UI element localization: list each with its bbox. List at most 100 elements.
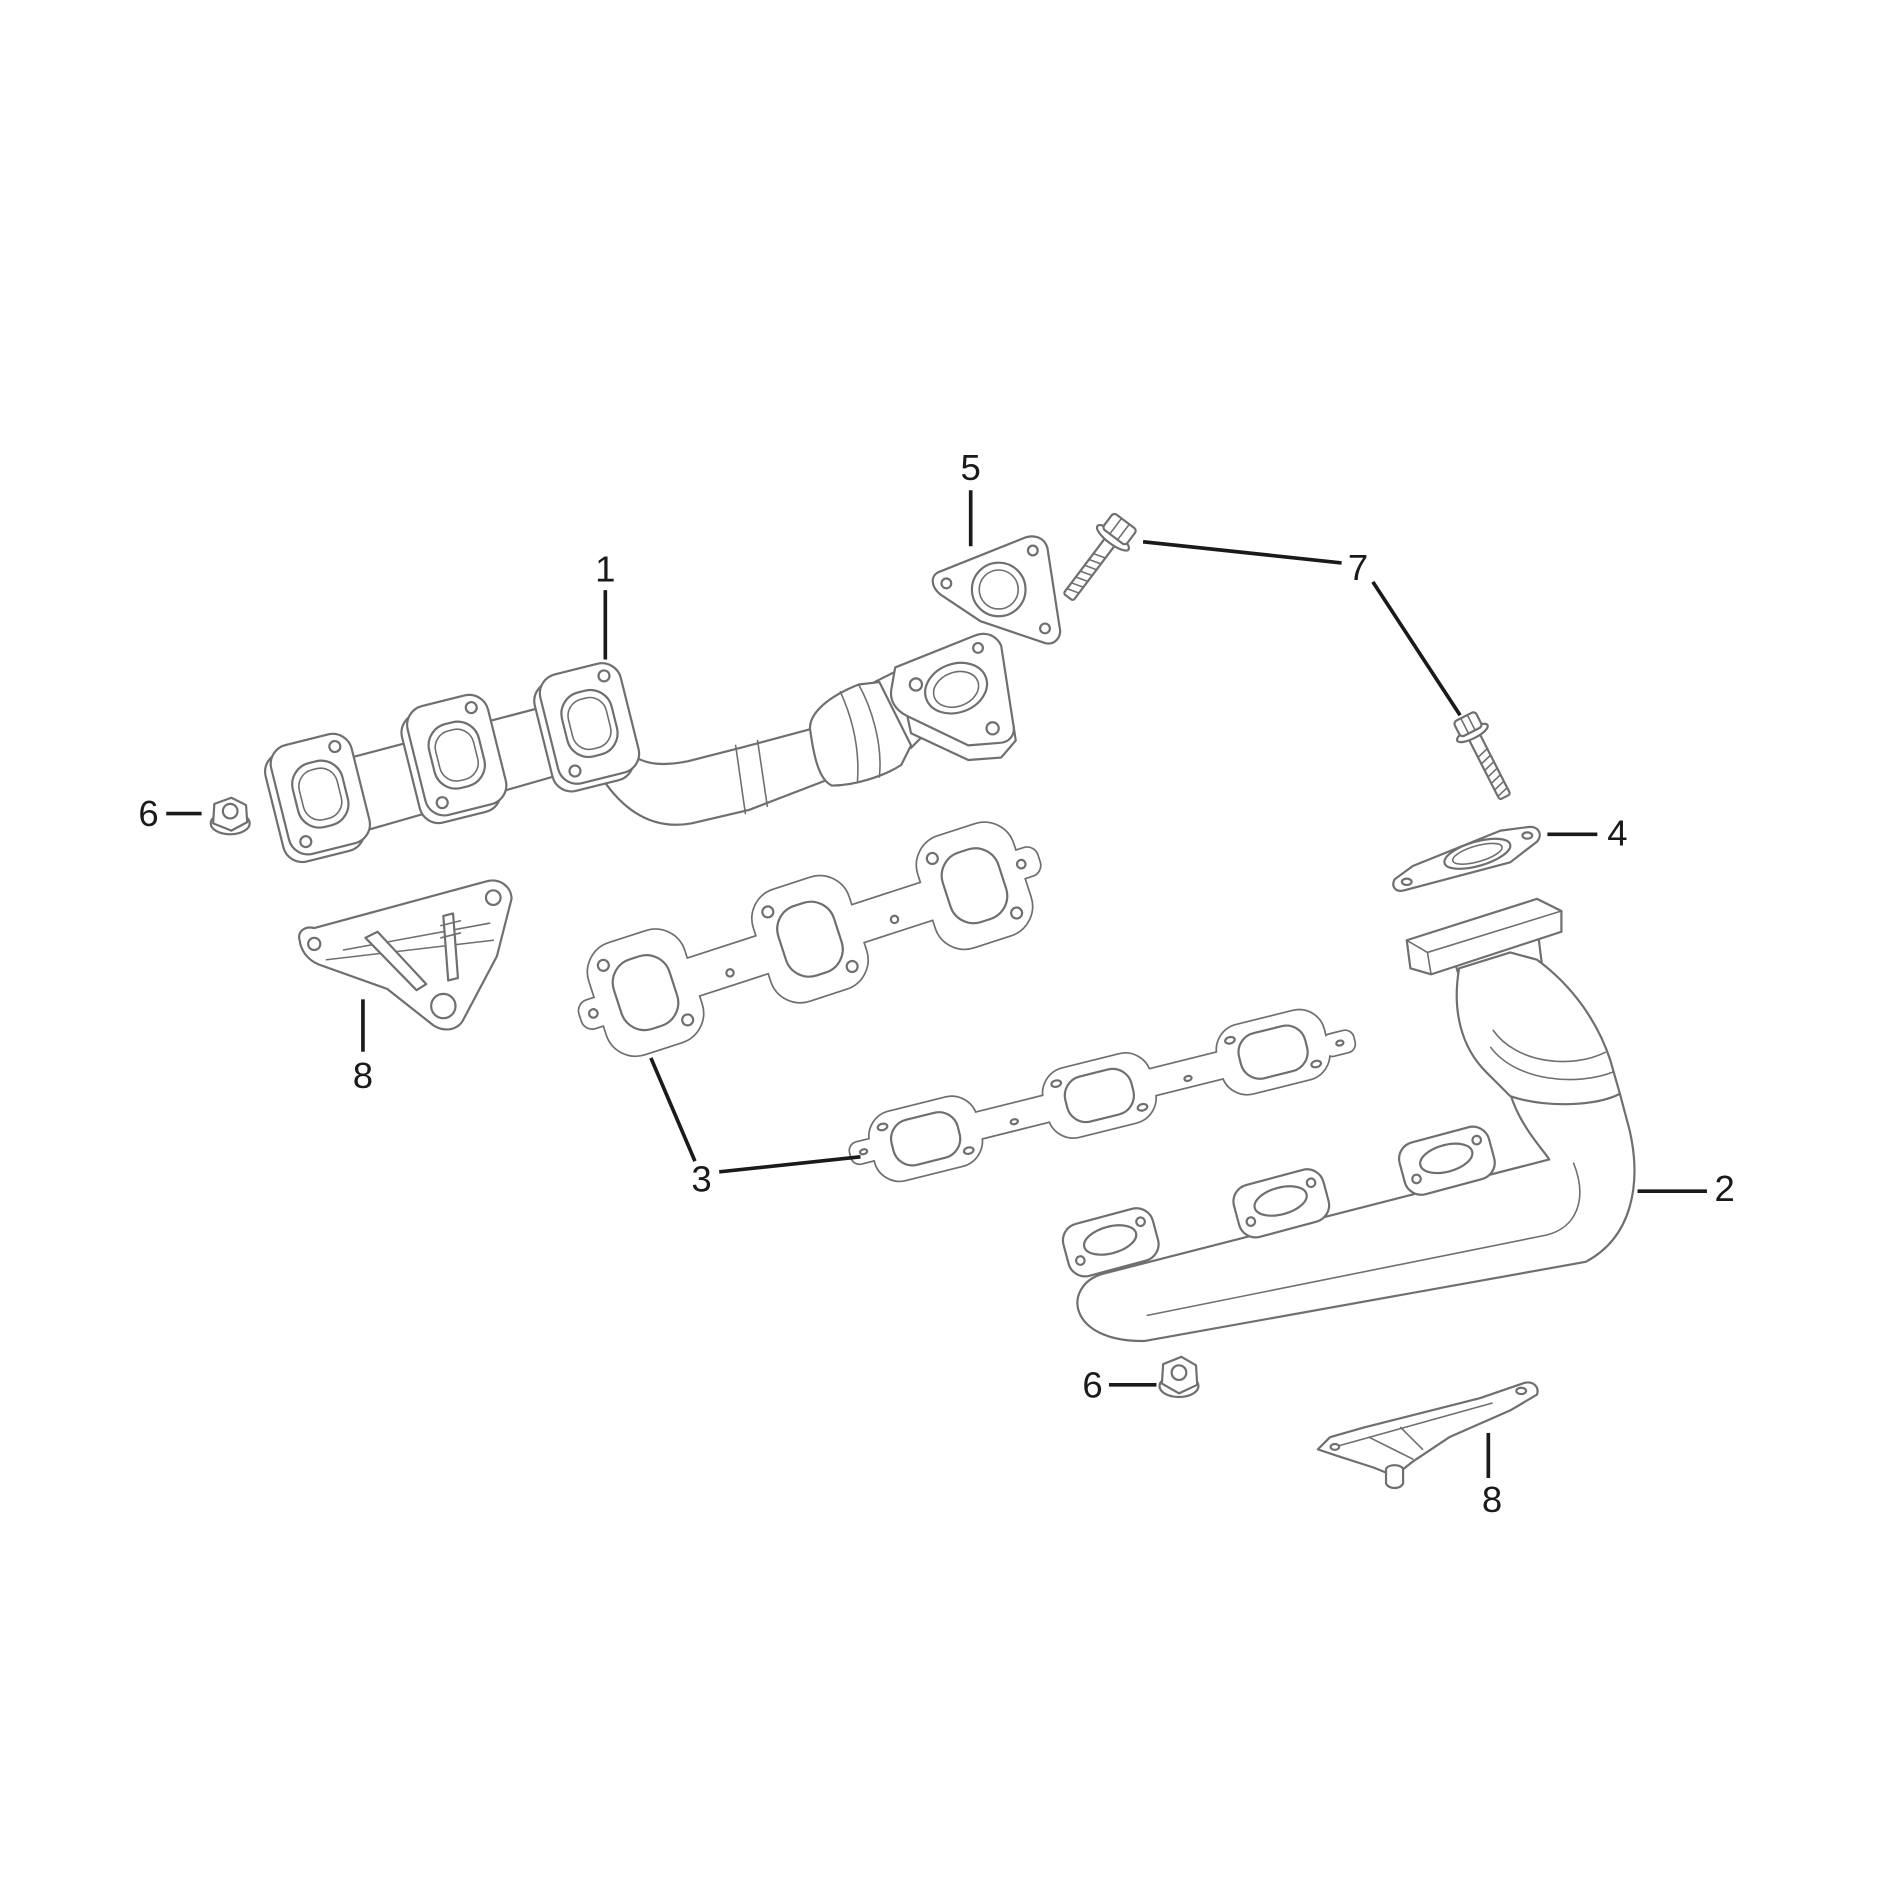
bolt-hole xyxy=(1039,622,1051,635)
bolt-hole xyxy=(484,889,502,907)
heat-shield-fold xyxy=(325,922,495,961)
bolt-hole xyxy=(725,968,735,978)
bolt-hole xyxy=(1305,1177,1317,1189)
bolt-hole xyxy=(328,739,342,754)
flange-port-inner xyxy=(434,728,479,782)
bolt-hole xyxy=(430,992,457,1020)
part-1-manifold xyxy=(264,632,1017,864)
bolt-hole xyxy=(1009,1118,1019,1126)
flange-port xyxy=(1082,1224,1138,1256)
part-6-nut-left xyxy=(209,796,251,836)
bolt-hole xyxy=(845,959,859,974)
bolt-hole xyxy=(307,936,322,952)
bolt-hole xyxy=(858,1148,869,1156)
flange-port xyxy=(1253,1185,1308,1217)
bolt-hole xyxy=(1010,906,1024,920)
bolt-hole xyxy=(587,1008,599,1019)
bracket-plate xyxy=(1316,1381,1539,1478)
bracket-fold xyxy=(1334,1402,1493,1460)
nut-bore xyxy=(221,802,239,820)
gasket-4-port-inner xyxy=(1451,842,1503,865)
bolt-hole xyxy=(299,835,313,849)
bolt-hole xyxy=(1310,1059,1323,1069)
heat-shield-strap xyxy=(364,930,428,992)
bolt-hole xyxy=(876,1122,889,1132)
callout-label-7: 7 xyxy=(1348,547,1368,588)
bolt-hole xyxy=(1471,1134,1483,1146)
bolt-hole xyxy=(1074,1255,1086,1266)
heat-shield-clip xyxy=(440,919,462,939)
bolt-hole xyxy=(908,677,924,692)
bolt-hole xyxy=(985,721,1000,736)
flange-port xyxy=(560,688,619,759)
bolt-hole xyxy=(568,764,582,778)
bolt-hole xyxy=(681,1013,695,1027)
part-7-bolt-upper xyxy=(1063,512,1137,601)
callout-label-8-left: 8 xyxy=(353,1055,373,1096)
callout-label-1: 1 xyxy=(595,548,615,589)
callout-label-5: 5 xyxy=(961,447,981,488)
manifold-1-flange-1 xyxy=(264,732,372,864)
bolt-head xyxy=(1102,512,1137,546)
bolt-head-edge xyxy=(1109,517,1131,541)
bolt-hole xyxy=(1329,1442,1341,1451)
flange-port xyxy=(291,759,350,829)
bolt-hole xyxy=(1400,877,1413,887)
bolt-hole xyxy=(1411,1173,1422,1185)
bolt-hole xyxy=(1224,1035,1236,1045)
part-3-gasket-lower xyxy=(844,1000,1359,1191)
bolt-hole xyxy=(761,905,775,919)
leader-line-7-upper xyxy=(1142,539,1342,565)
bolt-hole xyxy=(1136,1102,1149,1112)
bolt-thread xyxy=(1477,747,1508,798)
bolt-thread xyxy=(1066,552,1107,594)
bolt-hole xyxy=(1026,544,1039,557)
heat-shield-plate xyxy=(298,879,513,1031)
flange-port-inner xyxy=(567,696,612,751)
manifold-2-log-contour xyxy=(1146,1162,1581,1317)
gasket-port xyxy=(889,1111,962,1167)
bolt-head-edge xyxy=(1460,714,1476,735)
gasket-port xyxy=(611,954,680,1032)
bolt-hole xyxy=(1135,1216,1146,1228)
flange-port-inner xyxy=(298,767,343,821)
part-5-gasket xyxy=(931,535,1062,645)
bolt-hole xyxy=(464,701,478,715)
callout-labels: 1 2 3 4 5 6 6 7 8 8 xyxy=(138,447,1734,1520)
gasket-port xyxy=(776,900,844,978)
part-7-bolt-lower xyxy=(1453,711,1511,800)
part-2-manifold xyxy=(1061,897,1636,1343)
gasket-4-port xyxy=(1443,837,1512,870)
bolt-hole xyxy=(435,796,449,810)
leader-line-3-lower xyxy=(719,1155,861,1174)
flange-port xyxy=(427,720,486,790)
callout-label-6-left: 6 xyxy=(138,793,158,834)
manifold-2-flange-2 xyxy=(1232,1168,1331,1239)
part-3-gasket-upper xyxy=(563,810,1057,1068)
part-4-gasket xyxy=(1392,825,1541,892)
nut-bore xyxy=(1170,1364,1188,1382)
manifold-1-flange-3 xyxy=(533,662,641,793)
manifold-1-pipe-sleeve xyxy=(734,739,769,815)
gasket-port xyxy=(940,847,1009,925)
manifold-2-converter-rib xyxy=(1489,1029,1615,1081)
manifold-2-flange-1 xyxy=(1061,1207,1160,1278)
bolt-hole xyxy=(596,958,610,972)
callout-label-2: 2 xyxy=(1714,1168,1734,1209)
gasket-port xyxy=(1237,1024,1309,1080)
part-8-heat-shield-left xyxy=(298,879,513,1031)
manifold-1-pipe xyxy=(601,727,830,826)
bolt-hole xyxy=(1050,1079,1063,1089)
bolt-hole xyxy=(1515,1386,1528,1396)
gasket-5-port-inner xyxy=(978,569,1019,610)
gasket-port xyxy=(1063,1067,1136,1124)
bolt-hole xyxy=(1015,858,1027,870)
bolt-hole xyxy=(1521,831,1534,840)
manifold-1-outlet-port-inner xyxy=(932,670,980,709)
manifold-2-outlet-flange xyxy=(1405,897,1563,976)
callout-label-3: 3 xyxy=(691,1158,711,1199)
bolt-hole xyxy=(889,914,900,925)
leader-line-3-upper xyxy=(649,1057,697,1162)
manifold-2-flange-3 xyxy=(1398,1125,1496,1196)
